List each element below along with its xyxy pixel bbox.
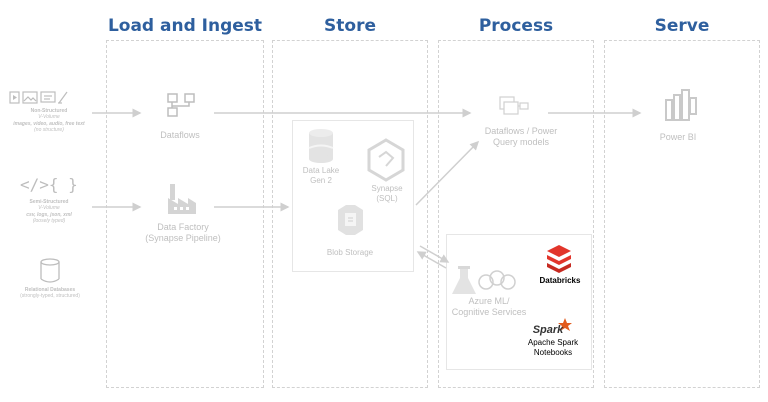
synapse-label: Synapse (SQL): [362, 184, 412, 204]
relational-desc: (strongly-typed, structured): [20, 293, 80, 300]
factory-icon: [168, 184, 196, 214]
azure-ml-line1: Azure ML/: [468, 296, 510, 306]
dataflows-icon: [167, 93, 195, 117]
power-query-icon: [499, 96, 529, 115]
semistructured-volume: V-Volume: [38, 205, 60, 212]
data-lake-line2: Gen 2: [310, 176, 332, 185]
dataflows-pq-line2: Query models: [492, 137, 550, 148]
database-icon: [40, 258, 60, 283]
dataflows-label: Dataflows: [160, 130, 200, 140]
data-factory-line1: Data Factory: [157, 222, 209, 232]
dataflows-pq-label: Dataflows / Power Query models: [474, 126, 568, 149]
stage-title-serve: Serve: [654, 16, 710, 36]
synapse-line1: Synapse: [371, 184, 403, 193]
semistructured-title: Semi-Structured: [29, 199, 69, 205]
arrow-ml-to-store: [416, 251, 447, 269]
nonstructured-volume: V-Volume: [38, 114, 60, 121]
synapse-icon: [367, 138, 405, 182]
lane-process: [438, 40, 594, 388]
stage-title-store: Store: [324, 16, 376, 36]
data-lake-label: Data Lake Gen 2: [296, 166, 346, 186]
data-factory-line2: (Synapse Pipeline): [145, 233, 221, 244]
arrow-store-to-ml: [419, 245, 450, 263]
stage-title-process: Process: [478, 16, 554, 36]
spark-notebooks-label: Apache Spark Notebooks: [516, 338, 590, 358]
blob-storage-label: Blob Storage: [326, 248, 374, 257]
synapse-line2: (SQL): [376, 194, 398, 203]
stage-title-load: Load and Ingest: [107, 16, 263, 36]
dataflows-pq-line1: Dataflows / Power: [484, 126, 558, 136]
spark-star-icon: [558, 318, 572, 331]
semistructured-note: (loosely typed): [32, 217, 66, 224]
relational-title: Relational Databases: [24, 287, 76, 293]
databricks-label: Databricks: [539, 276, 581, 285]
data-factory-label: Data Factory (Synapse Pipeline): [128, 222, 238, 245]
lane-store: [272, 40, 428, 388]
nonstructured-note: (no structure): [34, 126, 64, 133]
media-icons: [9, 91, 68, 104]
spark-logo-text: Spark: [532, 324, 564, 336]
arrow-store-to-dataflows-pq: [415, 140, 480, 206]
spark-line1: Apache Spark: [527, 338, 579, 347]
lane-load: [106, 40, 264, 388]
nonstructured-label: Non-Structured V-Volume images, video, a…: [2, 108, 96, 133]
blob-storage-icon: [338, 205, 363, 235]
azure-ml-icon: [452, 266, 516, 294]
lane-serve: [604, 40, 760, 388]
semistructured-label: Semi-Structured V-Volume csv, logs, json…: [2, 199, 96, 224]
power-bi-icon: [665, 89, 697, 121]
code-icon: </>{ }: [20, 175, 78, 194]
semistructured-desc: csv, logs, json, xml: [26, 211, 72, 218]
data-lake-icon: [308, 129, 334, 163]
azure-ml-label: Azure ML/ Cognitive Services: [444, 296, 534, 319]
relational-label: Relational Databases (strongly-typed, st…: [0, 287, 100, 300]
data-lake-line1: Data Lake: [302, 166, 340, 175]
azure-ml-line2: Cognitive Services: [451, 307, 527, 318]
store-group-box: [292, 120, 414, 272]
nonstructured-title: Non-Structured: [30, 108, 68, 114]
spark-line2: Notebooks: [533, 348, 573, 357]
nonstructured-desc: images, video, audio, free text: [13, 120, 85, 127]
databricks-icon: [547, 245, 571, 273]
power-bi-label: Power BI: [659, 132, 697, 142]
